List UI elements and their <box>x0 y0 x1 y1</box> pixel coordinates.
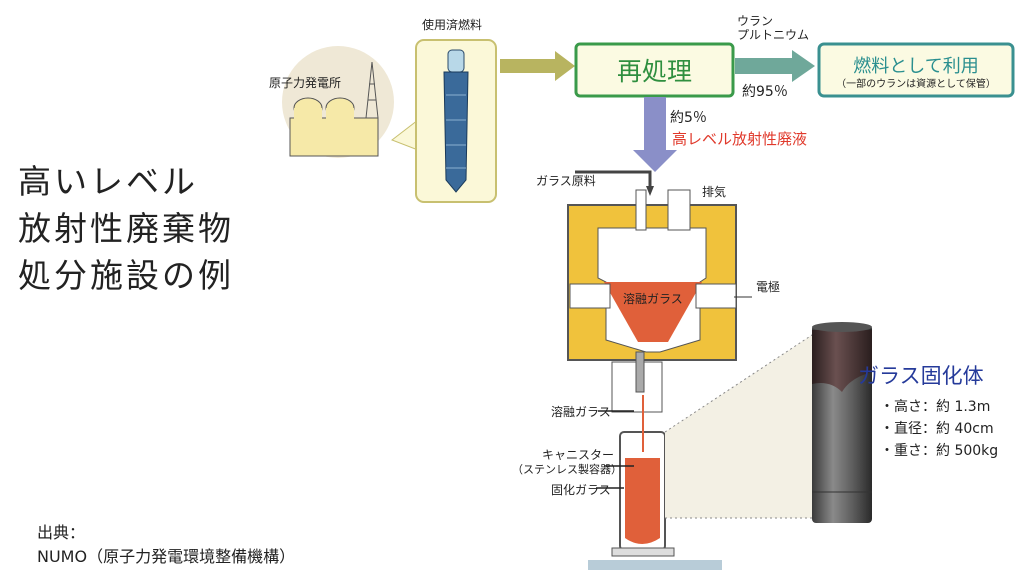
canister-note: （ステンレス製容器） <box>512 463 622 476</box>
solid-glass-label: 固化ガラス <box>551 483 611 497</box>
uranium-label: ウラン <box>737 14 774 28</box>
arrow-to-reprocessing <box>500 51 575 81</box>
percent-95: 約95％ <box>742 84 788 100</box>
nuclear-plant-icon <box>282 46 394 158</box>
arrow-to-melter <box>633 97 677 172</box>
molten-glass-inner-label: 溶融ガラス <box>623 292 683 306</box>
molten-glass-label: 溶融ガラス <box>551 405 611 419</box>
reprocessing-label: 再処理 <box>616 57 692 86</box>
fuel-use-note: （一部のウランは資源として保管） <box>836 79 996 90</box>
vitrified-title: ガラス固化体 <box>858 364 984 388</box>
spec-height: ・高さ：約 1.3m <box>880 399 991 415</box>
vitrified-waste-cylinder <box>812 322 872 523</box>
reprocessing-box <box>574 42 735 98</box>
title-line-2: 放射性廃棄物 <box>18 209 234 248</box>
glass-material-label: ガラス原料 <box>536 174 596 188</box>
percent-5: 約5％ <box>670 110 707 126</box>
source-label: 出典： <box>37 523 86 542</box>
fuel-use-label: 燃料として利用 <box>853 56 979 77</box>
spec-diameter: ・直径：約 40cm <box>880 421 994 437</box>
spent-fuel-label: 使用済燃料 <box>422 18 483 32</box>
title-line-3: 処分施設の例 <box>18 256 234 295</box>
canister <box>588 395 722 570</box>
title-line-1: 高いレベル <box>18 162 198 201</box>
exhaust-label: 排気 <box>702 185 727 199</box>
glass-melter <box>567 189 737 413</box>
glass-material-arrow <box>575 170 652 190</box>
plant-label: 原子力発電所 <box>269 76 342 90</box>
plutonium-label: プルトニウム <box>737 28 810 42</box>
waste-label: 高レベル放射性廃液 <box>672 130 808 148</box>
source-text: NUMO（原子力発電環境整備機構） <box>37 547 296 566</box>
arrow-to-fuel <box>735 50 815 82</box>
canister-label: キャニスター <box>542 448 615 462</box>
zoom-indicator <box>665 333 815 518</box>
fuel-use-box <box>817 42 1015 98</box>
fuel-assembly-icon <box>443 49 469 193</box>
electrode-label: 電極 <box>756 280 781 294</box>
spec-weight: ・重さ：約 500kg <box>880 443 999 459</box>
